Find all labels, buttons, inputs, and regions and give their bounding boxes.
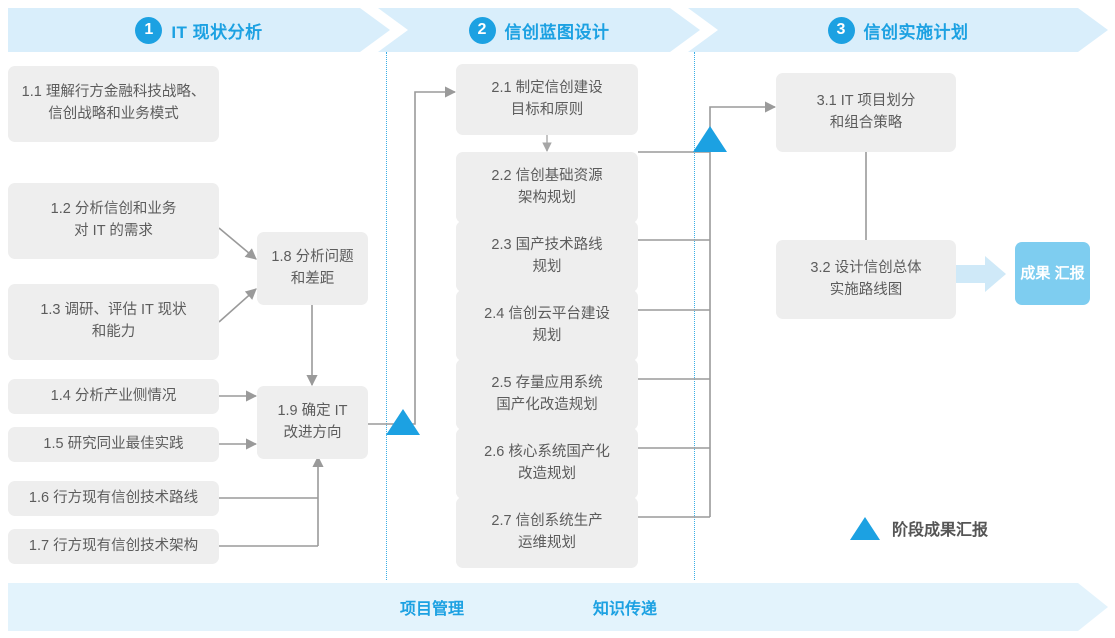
box-line-1: 1.3 调研、评估 IT 现状 (40, 302, 187, 319)
legend-label: 阶段成果汇报 (892, 522, 989, 539)
phase-divider-1 (386, 52, 387, 580)
process-box-3-1[interactable]: 3.1 IT 项目划分 和组合策略 (776, 73, 956, 152)
box-line-2: 目标和原则 (510, 101, 584, 118)
box-line-2: 运维规划 (518, 534, 576, 551)
process-box-2-2[interactable]: 2.2 信创基础资源 架构规划 (456, 152, 638, 223)
bottom-swimlane-banner: 项目管理 知识传递 (8, 583, 1108, 631)
phase-title-2: 信创蓝图设计 (504, 22, 610, 42)
box-line-2: 实施路线图 (829, 281, 903, 298)
box-line-2: 改造规划 (518, 465, 576, 482)
box-line-1: 1.9 确定 IT (277, 402, 348, 419)
box-line-1: 2.7 信创系统生产 (491, 512, 603, 529)
process-box-2-3[interactable]: 2.3 国产技术路线 规划 (456, 221, 638, 292)
box-line-1: 1.6 行方现有信创技术路线 (28, 489, 199, 506)
box-line-2: 对 IT 的需求 (74, 223, 153, 239)
process-box-1-6[interactable]: 1.6 行方现有信创技术路线 (8, 481, 219, 516)
box-line-1: 2.6 核心系统国产化 (484, 443, 610, 460)
result-line-1: 成果 (1020, 264, 1051, 282)
result-report-box[interactable]: 成果 汇报 (1015, 242, 1090, 305)
box-line-2: 规划 (532, 327, 562, 344)
milestone-triangle-phase1 (386, 409, 420, 435)
box-line-1: 1.7 行方现有信创技术架构 (28, 537, 199, 554)
phase-divider-2 (694, 52, 695, 580)
box-line-1: 2.1 制定信创建设 (491, 79, 603, 96)
process-box-1-7[interactable]: 1.7 行方现有信创技术架构 (8, 529, 219, 564)
box-line-2: 和能力 (91, 324, 136, 340)
result-line-2: 汇报 (1054, 264, 1085, 282)
phase-title-1: IT 现状分析 (171, 22, 263, 42)
result-arrow (955, 256, 1006, 292)
box-line-2: 信创战略和业务模式 (48, 106, 179, 122)
box-line-2: 和差距 (290, 270, 335, 287)
process-box-2-6[interactable]: 2.6 核心系统国产化 改造规划 (456, 428, 638, 499)
process-box-2-1[interactable]: 2.1 制定信创建设 目标和原则 (456, 64, 638, 135)
box-line-2: 和组合策略 (829, 114, 903, 131)
box-line-2: 改进方向 (283, 424, 342, 441)
process-box-2-5[interactable]: 2.5 存量应用系统 国产化改造规划 (456, 359, 638, 430)
phase-banner-1: 1 IT 现状分析 (8, 8, 390, 52)
process-box-1-1[interactable]: 1.1 理解行方金融科技战略、 信创战略和业务模式 (8, 66, 219, 142)
process-box-2-7[interactable]: 2.7 信创系统生产 运维规划 (456, 497, 638, 568)
bottom-banner-shape (8, 583, 1108, 631)
phase-title-3: 信创实施计划 (863, 22, 969, 42)
box-line-1: 1.1 理解行方金融科技战略、 (21, 84, 206, 101)
process-box-3-2[interactable]: 3.2 设计信创总体 实施路线图 (776, 240, 956, 319)
phase-banner-3: 3 信创实施计划 (688, 8, 1108, 52)
box-line-1: 1.5 研究同业最佳实践 (43, 435, 184, 452)
box-line-1: 2.4 信创云平台建设 (484, 305, 610, 322)
bottom-label-1: 知识传递 (593, 601, 658, 618)
box-line-1: 1.4 分析产业侧情况 (50, 387, 177, 404)
phase-banner-2: 2 信创蓝图设计 (378, 8, 700, 52)
process-box-2-4[interactable]: 2.4 信创云平台建设 规划 (456, 290, 638, 361)
box-line-2: 架构规划 (518, 189, 576, 206)
box-line-1: 3.2 设计信创总体 (810, 259, 922, 276)
legend: 阶段成果汇报 (850, 516, 988, 540)
box-line-1: 2.5 存量应用系统 (491, 374, 603, 391)
process-box-1-3[interactable]: 1.3 调研、评估 IT 现状 和能力 (8, 284, 219, 360)
box-line-1: 1.2 分析信创和业务 (50, 201, 177, 218)
phase-number-2: 2 (468, 16, 496, 44)
milestone-triangle-phase2 (693, 126, 727, 152)
phase-number-3: 3 (827, 16, 855, 44)
bottom-label-0: 项目管理 (400, 601, 465, 618)
process-box-1-5[interactable]: 1.5 研究同业最佳实践 (8, 427, 219, 462)
box-line-1: 2.2 信创基础资源 (491, 167, 603, 184)
process-box-1-9[interactable]: 1.9 确定 IT 改进方向 (257, 386, 368, 459)
process-box-1-8[interactable]: 1.8 分析问题 和差距 (257, 232, 368, 305)
phase-number-1: 1 (135, 16, 163, 44)
box-line-2: 国产化改造规划 (496, 396, 598, 413)
box-line-1: 2.3 国产技术路线 (491, 236, 603, 253)
box-line-1: 1.8 分析问题 (271, 248, 354, 265)
box-line-2: 规划 (532, 258, 562, 275)
box-line-1: 3.1 IT 项目划分 (816, 92, 916, 109)
process-box-1-4[interactable]: 1.4 分析产业侧情况 (8, 379, 219, 414)
milestone-triangle-icon (850, 516, 880, 540)
bottom-banner-labels: 项目管理 知识传递 (8, 583, 1108, 631)
process-box-1-2[interactable]: 1.2 分析信创和业务 对 IT 的需求 (8, 183, 219, 259)
